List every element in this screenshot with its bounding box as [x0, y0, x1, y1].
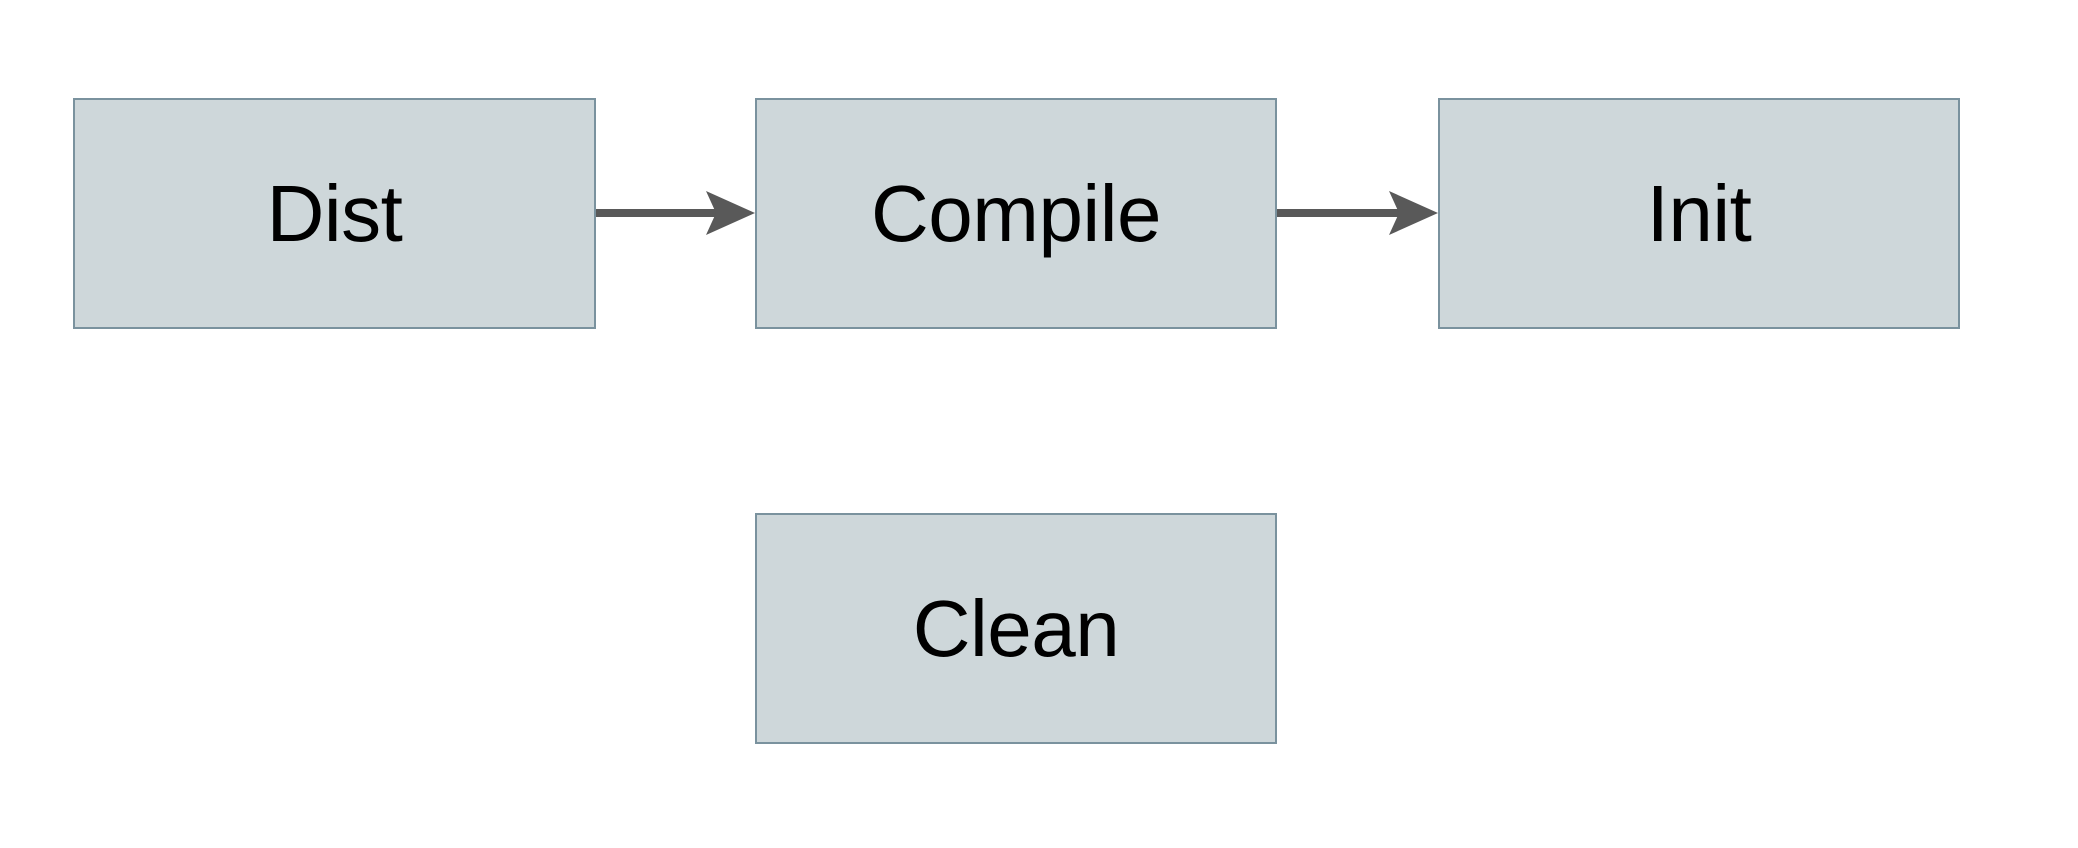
- arrowhead-icon-compile-to-init: [1389, 191, 1438, 235]
- node-init[interactable]: Init: [1438, 98, 1960, 329]
- node-compile[interactable]: Compile: [755, 98, 1277, 329]
- node-dist[interactable]: Dist: [73, 98, 596, 329]
- node-clean[interactable]: Clean: [755, 513, 1277, 744]
- edge-dist-to-compile[interactable]: [596, 191, 755, 235]
- edge-compile-to-init[interactable]: [1277, 191, 1438, 235]
- node-clean-label: Clean: [912, 583, 1120, 673]
- node-dist-label: Dist: [266, 168, 403, 258]
- node-init-label: Init: [1646, 168, 1752, 258]
- arrowhead-icon-dist-to-compile: [706, 191, 755, 235]
- node-compile-label: Compile: [871, 168, 1161, 258]
